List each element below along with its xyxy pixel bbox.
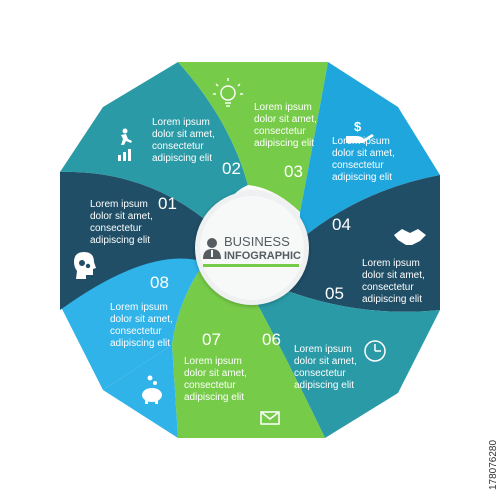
center-underline [203,264,299,267]
segment-01 [60,171,215,310]
piggy-bank-icon [142,375,162,404]
envelope-icon [260,411,280,425]
segment-08-tip [103,345,178,438]
segment-05 [285,175,440,312]
segment-07-text: Lorem ipsum dolor sit amet, consectetur … [184,356,250,403]
segment-03 [178,62,328,212]
segment-04-number: 04 [332,215,351,234]
handshake-icon [394,229,426,245]
segment-04 [300,62,440,240]
segment-06-number: 06 [262,330,281,349]
segment-06-text: Lorem ipsum dolor sit amet, consectetur … [294,344,360,391]
businessman-icon [203,238,221,259]
center-title: BUSINESS [224,234,290,249]
svg-text:$: $ [354,119,362,134]
segment-05-number: 05 [325,284,344,303]
segment-03-number: 03 [284,162,303,181]
segments [60,62,440,438]
segment-03-text: Lorem ipsum dolor sit amet, consectetur … [254,102,320,149]
segment-06 [255,290,440,438]
segment-07 [172,262,325,438]
segment-08-text: Lorem ipsum dolor sit amet, consectetur … [110,302,176,349]
lightbulb-icon [213,78,243,107]
segment-01-text: Lorem ipsum dolor sit amet, consectetur … [90,199,156,246]
segment-05-text: Lorem ipsum dolor sit amet, consectetur … [362,258,428,305]
center-circle-inner [200,196,304,300]
segment-texts: Lorem ipsum dolor sit amet, consectetur … [90,102,428,403]
head-gears-icon [74,252,96,279]
clock-icon [364,340,386,362]
stock-image-id: 178076280 [486,360,500,490]
stock-image-id-text: 178076280 [488,439,499,490]
running-growth-icon [118,128,132,161]
segment-01-number: 01 [158,194,177,213]
money-hand-icon: $ [346,119,374,143]
icons: $ [74,78,426,425]
segment-02-text: Lorem ipsum dolor sit amet, consectetur … [152,117,218,164]
center-subtitle: INFOGRAPHIC [224,250,301,262]
segment-02-number: 02 [222,159,241,178]
segment-07-number: 07 [202,330,221,349]
segment-02 [60,62,248,228]
segment-08-number: 08 [150,273,169,292]
